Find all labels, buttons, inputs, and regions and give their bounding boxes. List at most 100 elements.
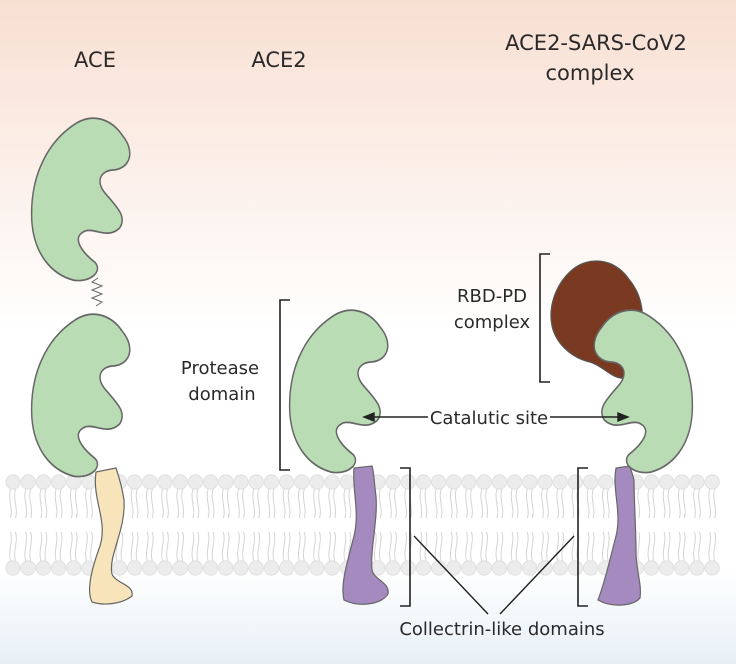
lipid-tail xyxy=(713,531,717,562)
lipid-tail xyxy=(652,488,656,519)
lipid-tail xyxy=(333,531,337,562)
lipid-tail xyxy=(378,531,382,562)
lipid-tail xyxy=(561,531,565,562)
lipid-head xyxy=(248,474,264,490)
lipid-tail xyxy=(662,488,666,519)
lipid-tail xyxy=(682,488,686,519)
lipid-head xyxy=(50,474,67,490)
ace2-collectrin-domain xyxy=(342,465,389,605)
lipid-head xyxy=(324,560,340,576)
lipid-tail xyxy=(221,531,225,562)
lipid-tail xyxy=(24,531,28,562)
lipid-tail xyxy=(708,531,712,562)
lipid-tail xyxy=(297,531,301,562)
lipid-head xyxy=(400,560,416,576)
lipid-tail xyxy=(419,531,423,562)
lipid-tail xyxy=(69,488,73,519)
lipid-head xyxy=(50,560,67,576)
lipid-tail xyxy=(44,488,48,519)
lipid-tail xyxy=(59,488,63,519)
lipid-head xyxy=(491,474,507,490)
lipid-head xyxy=(294,560,310,576)
lipid-tail xyxy=(206,488,210,519)
lipid-tail xyxy=(313,488,316,519)
lipid-tail xyxy=(191,531,195,562)
lipid-tail xyxy=(606,531,610,562)
lipid-tail xyxy=(378,488,382,519)
lipid-tail xyxy=(211,488,215,519)
complex-title-line2: complex xyxy=(546,61,635,85)
lipid-head xyxy=(689,560,705,576)
lipid-tail xyxy=(662,531,666,562)
lipid-tail xyxy=(191,488,195,519)
lipid-head xyxy=(20,474,36,490)
lipid-head xyxy=(35,474,52,490)
lipid-tail xyxy=(242,531,245,562)
lipid-head xyxy=(537,560,553,576)
lipid-head xyxy=(203,560,219,576)
lipid-head xyxy=(567,474,584,490)
lipid-tail xyxy=(394,531,397,562)
lipid-tail xyxy=(556,531,560,562)
lipid-head xyxy=(157,474,173,490)
lipid-tail xyxy=(389,531,392,562)
lipid-head xyxy=(127,560,143,576)
lipid-tail xyxy=(145,488,149,519)
lipid-head xyxy=(658,474,675,490)
lipid-tail xyxy=(637,531,641,562)
lipid-tail xyxy=(302,488,306,519)
lipid-head xyxy=(278,474,295,490)
lipid-tail xyxy=(176,531,180,562)
lipid-tail xyxy=(439,488,443,519)
complex-title-line1: ACE2-SARS-CoV2 xyxy=(505,31,687,55)
lipid-tail xyxy=(454,531,458,562)
catalytic-arrows xyxy=(362,411,630,423)
lipid-tail xyxy=(480,531,484,562)
lipid-head xyxy=(567,560,584,576)
lipid-tail xyxy=(166,488,169,519)
lipid-tail xyxy=(74,488,78,519)
lipid-tail xyxy=(196,531,200,562)
lipid-tail xyxy=(74,531,78,562)
lipid-head xyxy=(248,560,264,576)
lipid-head xyxy=(5,560,21,576)
lipid-tail xyxy=(541,488,544,519)
lipid-head xyxy=(142,560,158,576)
lipid-tail xyxy=(318,488,321,519)
lipid-tail xyxy=(39,531,43,562)
lipid-tail xyxy=(211,531,215,562)
lipid-head xyxy=(400,474,416,490)
lipid-tail xyxy=(601,488,605,519)
lipid-tail xyxy=(343,488,347,519)
lipid-head xyxy=(339,474,355,490)
lipid-tail xyxy=(242,488,245,519)
catalytic-site-label: Catalutic site xyxy=(430,408,548,429)
lipid-head xyxy=(233,474,249,490)
lipid-head xyxy=(522,560,538,576)
lipid-tail xyxy=(302,531,306,562)
lipid-tail xyxy=(419,488,423,519)
lipid-head xyxy=(415,474,431,490)
lipid-head xyxy=(552,474,568,490)
lipid-tail xyxy=(287,531,291,562)
collectrin-bracket-right xyxy=(577,467,588,607)
lipid-tail xyxy=(29,531,33,562)
rbd-label-line2: complex xyxy=(454,312,531,333)
lipid-tail xyxy=(120,531,124,562)
lipid-tail xyxy=(237,531,240,562)
lipid-tail xyxy=(515,488,519,519)
lipid-head xyxy=(430,560,447,576)
lipid-tail xyxy=(647,488,651,519)
lipid-head xyxy=(506,560,523,576)
lipid-tail xyxy=(29,488,33,519)
lipid-tail xyxy=(59,531,63,562)
lipid-tail xyxy=(130,531,134,562)
lipid-head xyxy=(522,474,538,490)
lipid-tail xyxy=(591,488,595,519)
lipid-tail xyxy=(267,531,271,562)
lipid-head xyxy=(446,474,462,490)
complex-collectrin-domain xyxy=(597,465,642,606)
ace2-protein xyxy=(288,309,389,605)
ace2-title: ACE2 xyxy=(251,48,306,72)
lipid-tail xyxy=(510,488,514,519)
